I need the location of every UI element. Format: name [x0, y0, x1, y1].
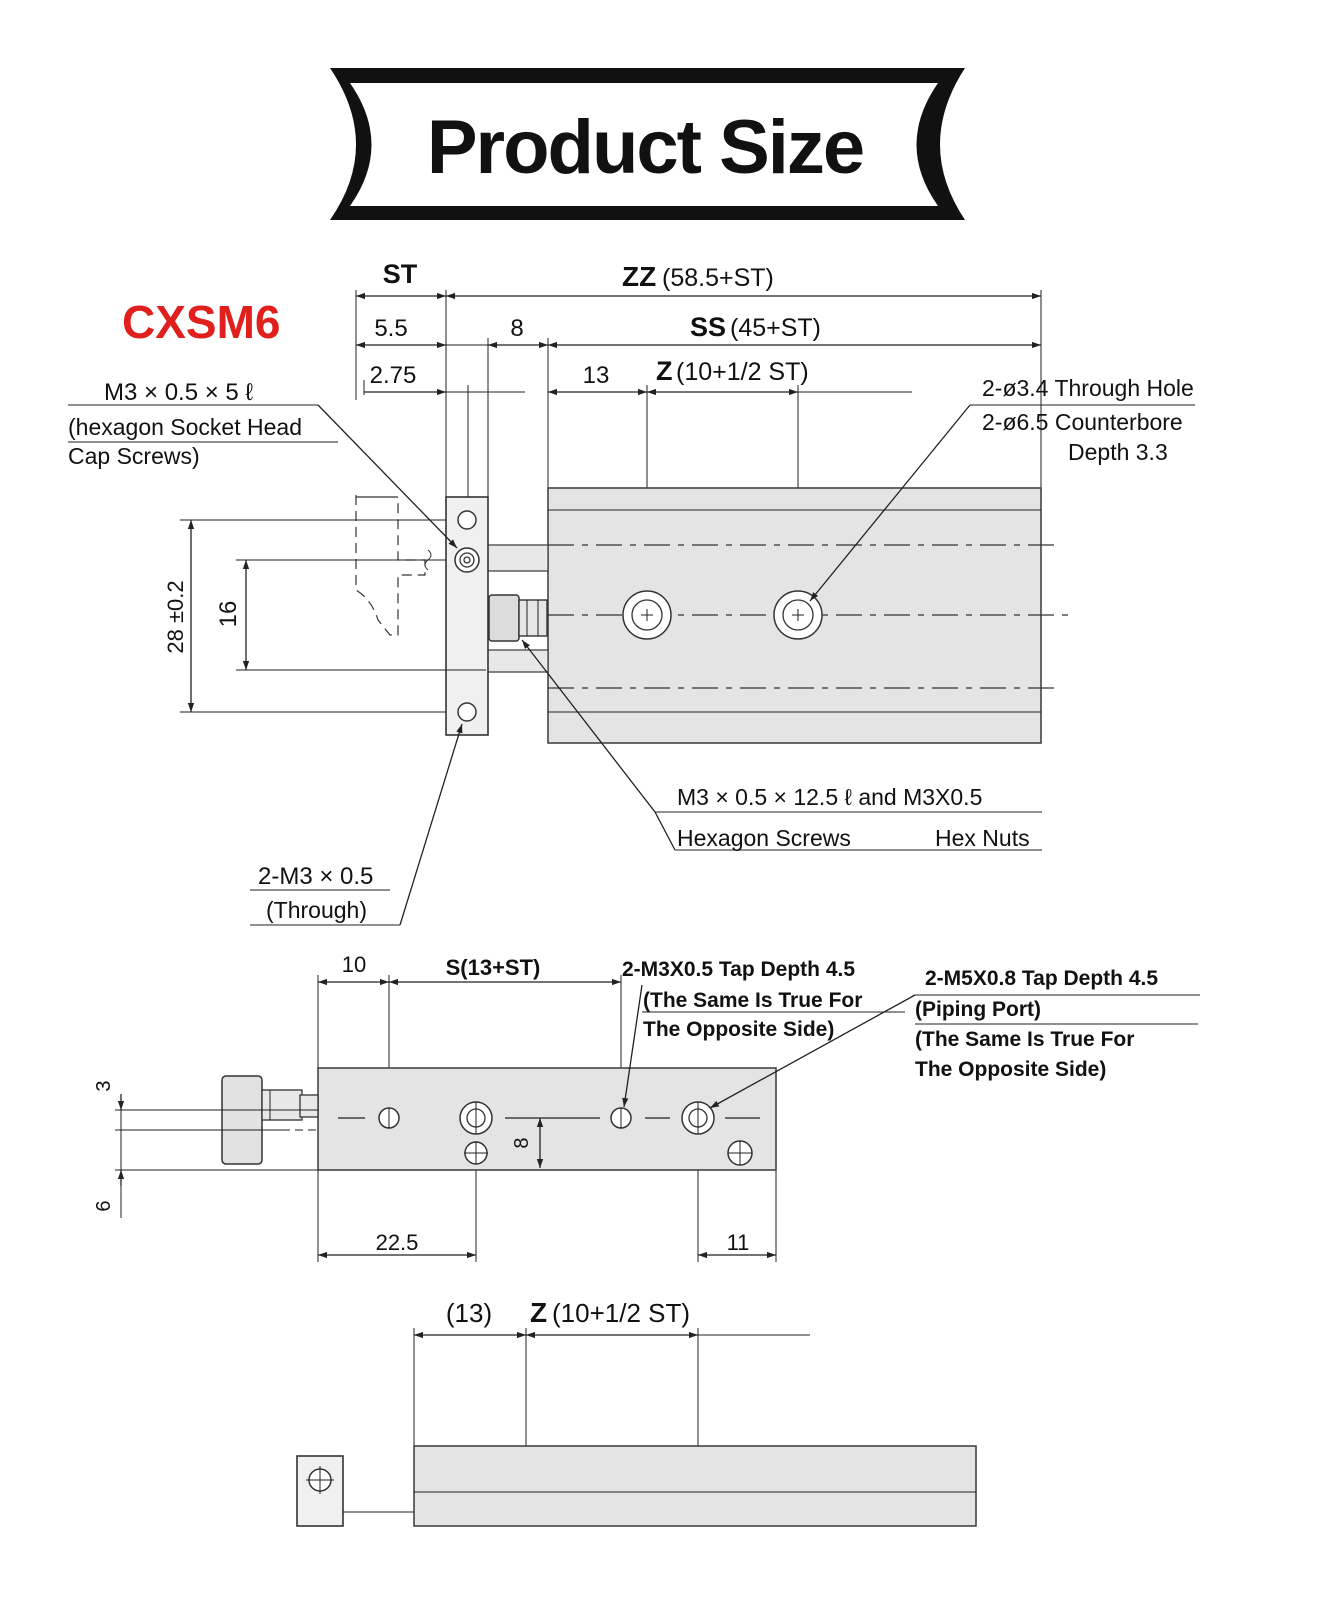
dim-13: 13 — [583, 362, 610, 389]
dim-z-value: (10+1/2 ST) — [676, 358, 809, 386]
plate-hole-top — [457, 510, 477, 530]
hex-nuts-label: Hex Nuts — [935, 825, 1030, 851]
dim-2-75: 2.75 — [370, 362, 417, 389]
tap2-line4: The Opposite Side) — [915, 1058, 1106, 1081]
dim-ss-value: (45+ST) — [730, 314, 821, 342]
through-line2: (Through) — [266, 897, 367, 923]
dim-11: 11 — [727, 1230, 750, 1255]
hex-nut — [488, 594, 520, 642]
dim-13-bottom: (13) — [446, 1298, 492, 1328]
dim-16: 16 — [215, 601, 242, 628]
counterbore-hole-2 — [773, 590, 823, 640]
tap1-line1: 2-M3X0.5 Tap Depth 4.5 — [622, 958, 855, 981]
through-line1: 2-M3 × 0.5 — [258, 863, 373, 890]
cap-screw-line2: (hexagon Socket Head — [68, 414, 302, 440]
hex-screws-label: Hexagon Screws — [677, 825, 851, 851]
end-plate — [445, 496, 489, 736]
hole-line1: 2-ø3.4 Through Hole — [982, 375, 1194, 401]
plate-hole-bottom — [457, 702, 477, 722]
dim-z-bottom-label: Z — [530, 1297, 547, 1328]
dim-28: 28 ±0.2 — [163, 580, 188, 653]
hole-line3: Depth 3.3 — [1068, 439, 1168, 465]
dim-zz-label: ZZ — [622, 261, 656, 292]
dim-z-bottom-value: (10+1/2 ST) — [552, 1298, 690, 1328]
bottom-body — [413, 1445, 977, 1527]
tap1-line3: The Opposite Side) — [643, 1018, 834, 1041]
counterbore-hole-1 — [622, 590, 672, 640]
tap1-line2: (The Same Is True For — [643, 989, 862, 1012]
dim-3: 3 — [93, 1080, 115, 1091]
dim-st: ST — [383, 259, 418, 289]
tap2-line2: (Piping Port) — [915, 998, 1041, 1021]
tap2-line3: (The Same Is True For — [915, 1028, 1134, 1051]
dim-5-5: 5.5 — [374, 315, 407, 342]
dim-z-label: Z — [656, 356, 673, 386]
dim-8: 8 — [510, 315, 523, 342]
title-banner: Product Size — [330, 68, 965, 220]
side-end-block — [221, 1075, 263, 1165]
tap2-line1: 2-M5X0.8 Tap Depth 4.5 — [925, 967, 1158, 990]
hole-line2: 2-ø6.5 Counterbore — [982, 409, 1183, 435]
cap-screw-line3: Cap Screws) — [68, 443, 200, 469]
top-view: ST ZZ (58.5+ST) 5.5 8 SS (45+ST) 2.75 13… — [68, 259, 1195, 926]
side-view: 10 S(13+ST) 3 6 8 — [93, 952, 1200, 1262]
dim-ss-label: SS — [690, 312, 726, 342]
dim-s: S(13+ST) — [446, 955, 541, 980]
hex-line1: M3 × 0.5 × 12.5 ℓ and M3X0.5 — [677, 784, 982, 810]
dim-22-5: 22.5 — [376, 1230, 419, 1255]
dim-8-side: 8 — [511, 1137, 533, 1148]
dim-zz-value: (58.5+ST) — [662, 264, 774, 292]
banner-title: Product Size — [427, 105, 863, 190]
dim-10: 10 — [342, 952, 366, 977]
cap-screw-line1: M3 × 0.5 × 5 ℓ — [104, 379, 253, 406]
model-label: CXSM6 — [122, 296, 280, 348]
dim-6: 6 — [93, 1200, 115, 1211]
bottom-view: (13) Z (10+1/2 ST) — [296, 1297, 977, 1527]
